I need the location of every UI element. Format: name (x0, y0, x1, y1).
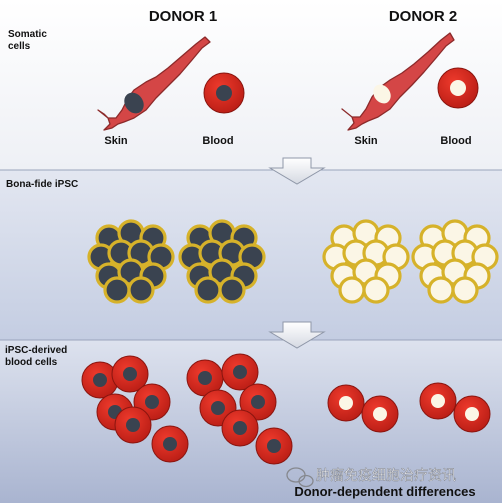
derived-blood-cell (81, 361, 119, 399)
derived-blood-cell (111, 355, 149, 393)
ipsc-cell (194, 276, 222, 304)
ipsc-cell (218, 276, 246, 304)
derived-blood-cell (221, 353, 259, 391)
ipsc-cell (451, 276, 479, 304)
ipsc-cell (127, 276, 155, 304)
derived-blood-cells (81, 353, 491, 465)
arrow-down-1 (268, 157, 326, 185)
donor2-title: DONOR 2 (389, 8, 457, 25)
blood-cell-nucleus (233, 421, 247, 435)
derived-blood-cell (255, 427, 293, 465)
derived-blood-cell (221, 409, 259, 447)
derived-blood-cell (361, 395, 399, 433)
arrow-down-2 (268, 321, 326, 349)
watermark-text: 肿瘤免疫细胞治疗资讯 (316, 467, 456, 484)
donor2-blood-label: Blood (440, 135, 471, 147)
donor2-skin-fibroblast (341, 32, 455, 131)
ipsc-colony-4 (411, 219, 499, 304)
ipsc-cell (362, 276, 390, 304)
blood-cell-nucleus (211, 401, 225, 415)
blood-cell-nucleus (93, 373, 107, 387)
derived-blood-cell (151, 425, 189, 463)
panel-somatic (0, 0, 502, 170)
derived-label-line1: iPSC-derived (5, 345, 67, 356)
ipsc-cell (338, 276, 366, 304)
ipsc-colonies (87, 219, 499, 304)
ipsc-label: Bona-fide iPSC (6, 179, 78, 190)
donor1-blood-cell (203, 72, 245, 114)
blood-cell-nucleus (163, 437, 177, 451)
blood-cell-nucleus (267, 439, 281, 453)
donor1-title: DONOR 1 (149, 8, 217, 25)
ipsc-colony-2 (178, 219, 266, 304)
blood-cell-nucleus (251, 395, 265, 409)
caption-donor-dependent: Donor-dependent differences (294, 484, 475, 499)
donor1-skin-fibroblast (97, 36, 211, 131)
wechat-icon (286, 467, 314, 488)
derived-blood-cell (114, 406, 152, 444)
blood-cell-nucleus (339, 396, 353, 410)
donor1-skin-nucleus (124, 92, 144, 114)
derived-blood-cell (327, 384, 365, 422)
ipsc-colony-1 (87, 219, 175, 304)
somatic-label-line1: Somatic (8, 29, 47, 40)
blood-cell-nucleus (373, 407, 387, 421)
blood-cell-nucleus (465, 407, 479, 421)
donor2-skin-nucleus (373, 84, 391, 104)
derived-blood-cell (419, 382, 457, 420)
ipsc-cell (427, 276, 455, 304)
ipsc-colony-3 (322, 219, 410, 304)
blood-cell-nucleus (198, 371, 212, 385)
blood-cell-nucleus (145, 395, 159, 409)
blood-cell-nucleus (123, 367, 137, 381)
derived-blood-cell (239, 383, 277, 421)
ipsc-cell (103, 276, 131, 304)
blood-cell-nucleus (431, 394, 445, 408)
derived-blood-cell (453, 395, 491, 433)
somatic-label-line2: cells (8, 41, 31, 52)
derived-label-line2: blood cells (5, 357, 58, 368)
blood-cell-nucleus (126, 418, 140, 432)
donor1-blood-nucleus (216, 85, 232, 101)
donor2-blood-cell (437, 67, 479, 109)
donor1-skin-label: Skin (104, 135, 128, 147)
donor2-blood-nucleus (450, 80, 466, 96)
donor1-blood-label: Blood (202, 135, 233, 147)
blood-cell-nucleus (233, 365, 247, 379)
donor2-skin-label: Skin (354, 135, 378, 147)
watermark: 肿瘤免疫细胞治疗资讯 (286, 467, 456, 488)
